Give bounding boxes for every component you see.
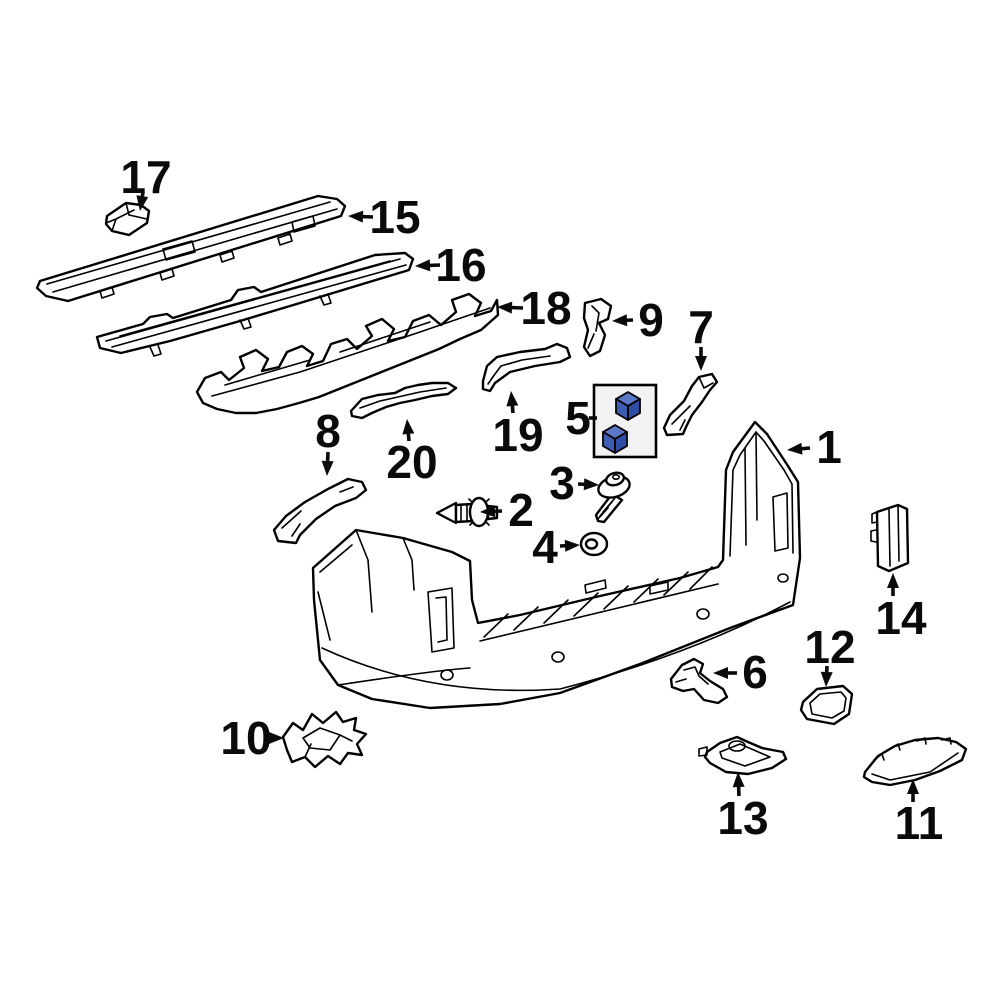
- part-label-9: 9: [638, 294, 664, 346]
- part-label-16: 16: [435, 239, 486, 291]
- part-18-energy-absorber-drawing: [195, 292, 500, 415]
- leader-arrowhead-18: [497, 301, 513, 314]
- part-label-14: 14: [875, 592, 927, 644]
- part-label-6: 6: [742, 646, 768, 698]
- leader-arrowhead-15: [348, 210, 364, 223]
- leader-arrowhead-14: [887, 573, 899, 588]
- part-17-clip-drawing: [104, 201, 151, 237]
- part-callout-5: 5: [565, 392, 597, 444]
- part-callout-9: 9: [612, 294, 664, 346]
- part-label-8: 8: [315, 405, 341, 457]
- part-label-5: 5: [565, 392, 591, 444]
- part-label-1: 1: [816, 421, 842, 473]
- part-label-18: 18: [520, 282, 571, 334]
- part-callout-1: 1: [787, 421, 842, 473]
- leader-arrowhead-3: [583, 478, 599, 491]
- part-callout-14: 14: [875, 573, 927, 644]
- leader-arrowhead-19: [506, 391, 519, 407]
- part-6-bracket-drawing: [669, 657, 729, 705]
- part-callout-2: 2: [480, 484, 534, 536]
- leader-arrowhead-20: [402, 419, 415, 435]
- part-label-11: 11: [895, 797, 944, 849]
- part-label-13: 13: [717, 792, 768, 844]
- part-label-15: 15: [369, 191, 420, 243]
- leader-arrowhead-7: [695, 356, 707, 371]
- part-4-grommet-drawing: [579, 531, 609, 557]
- part-callout-4: 4: [532, 521, 580, 573]
- part-11-trim-strip-drawing: [862, 736, 968, 787]
- part-3-screw-drawing: [594, 471, 631, 524]
- part-callout-12: 12: [804, 621, 856, 687]
- part-callout-11: 11: [895, 779, 944, 849]
- part-label-12: 12: [804, 621, 855, 673]
- leader-arrowhead-17: [136, 195, 149, 211]
- part-12-pad-drawing: [799, 684, 854, 726]
- part-callout-16: 16: [415, 239, 487, 291]
- part-10-bracket-drawing: [281, 710, 368, 769]
- part-16-step-pad-drawing: [95, 251, 415, 357]
- leader-arrowhead-1: [787, 442, 803, 455]
- part-20-support-drawing: [349, 381, 458, 420]
- part-1-bumper-cover-drawing: [311, 420, 802, 710]
- part-19-support-drawing: [481, 342, 572, 393]
- part-5-highlight-box: [592, 383, 658, 459]
- part-callout-3: 3: [549, 457, 599, 509]
- part-callout-20: 20: [386, 419, 438, 488]
- part-callout-19: 19: [492, 391, 544, 461]
- part-8-bracket-drawing: [272, 477, 368, 545]
- part-5-clip-cube-b: [602, 424, 628, 454]
- part-label-19: 19: [492, 409, 543, 461]
- part-label-20: 20: [386, 436, 437, 488]
- part-13-bracket-drawing: [698, 735, 788, 776]
- leader-arrowhead-2: [480, 505, 496, 518]
- part-label-2: 2: [508, 484, 534, 536]
- leader-arrowhead-9: [612, 314, 628, 327]
- part-callout-15: 15: [348, 191, 421, 243]
- part-5-clip-cube-a: [615, 391, 641, 421]
- part-callout-8: 8: [315, 405, 341, 476]
- part-callout-10: 10: [220, 712, 284, 764]
- part-label-3: 3: [549, 457, 575, 509]
- part-callout-6: 6: [713, 646, 768, 698]
- leader-arrowhead-16: [415, 259, 431, 272]
- part-14-side-support-drawing: [870, 503, 910, 573]
- part-callout-18: 18: [497, 282, 572, 334]
- part-label-7: 7: [688, 301, 714, 353]
- leader-arrowhead-6: [713, 667, 728, 679]
- leader-arrowhead-11: [907, 779, 919, 794]
- leader-arrowhead-10: [269, 732, 284, 744]
- leader-arrowhead-8: [321, 460, 334, 476]
- leader-arrowhead-4: [564, 539, 580, 552]
- part-9-bracket-drawing: [582, 297, 613, 358]
- part-label-17: 17: [120, 151, 171, 203]
- leader-arrowhead-13: [732, 772, 745, 788]
- leader-arrowhead-12: [820, 671, 833, 687]
- part-label-10: 10: [220, 712, 271, 764]
- part-callout-7: 7: [688, 301, 714, 371]
- part-15-step-pad-drawing: [35, 194, 347, 303]
- part-callout-13: 13: [717, 772, 769, 844]
- part-callout-17: 17: [120, 151, 172, 211]
- part-label-4: 4: [532, 521, 558, 573]
- part-7-bracket-drawing: [662, 372, 719, 437]
